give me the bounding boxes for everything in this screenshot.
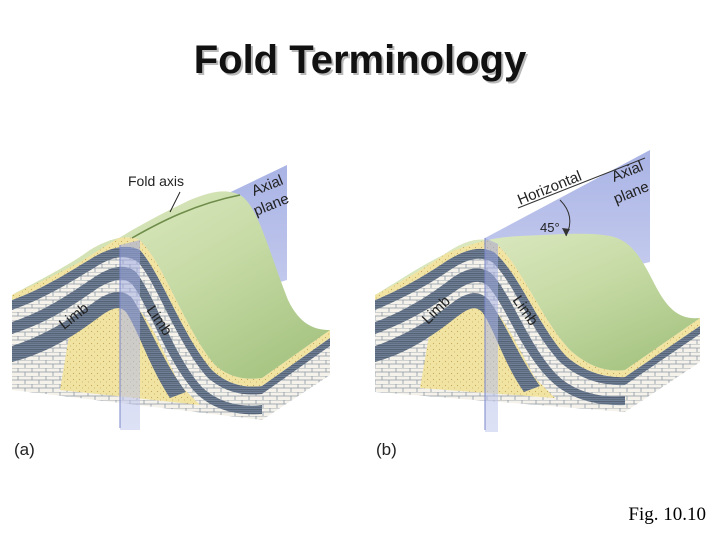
angle-label: 45° <box>540 220 560 235</box>
diagram-b: Horizontal 45° Axial plane Limb Limb <box>375 150 700 432</box>
panel-label-b: (b) <box>376 440 397 460</box>
figure-caption: Fig. 10.10 <box>628 504 706 526</box>
axial-plane-front-b <box>485 238 498 432</box>
panel-label-a: (a) <box>14 440 35 460</box>
fold-axis-label: Fold axis <box>128 173 184 189</box>
axial-plane-front <box>120 240 140 430</box>
diagram-a: Fold axis Axial plane Limb Limb <box>12 165 330 430</box>
